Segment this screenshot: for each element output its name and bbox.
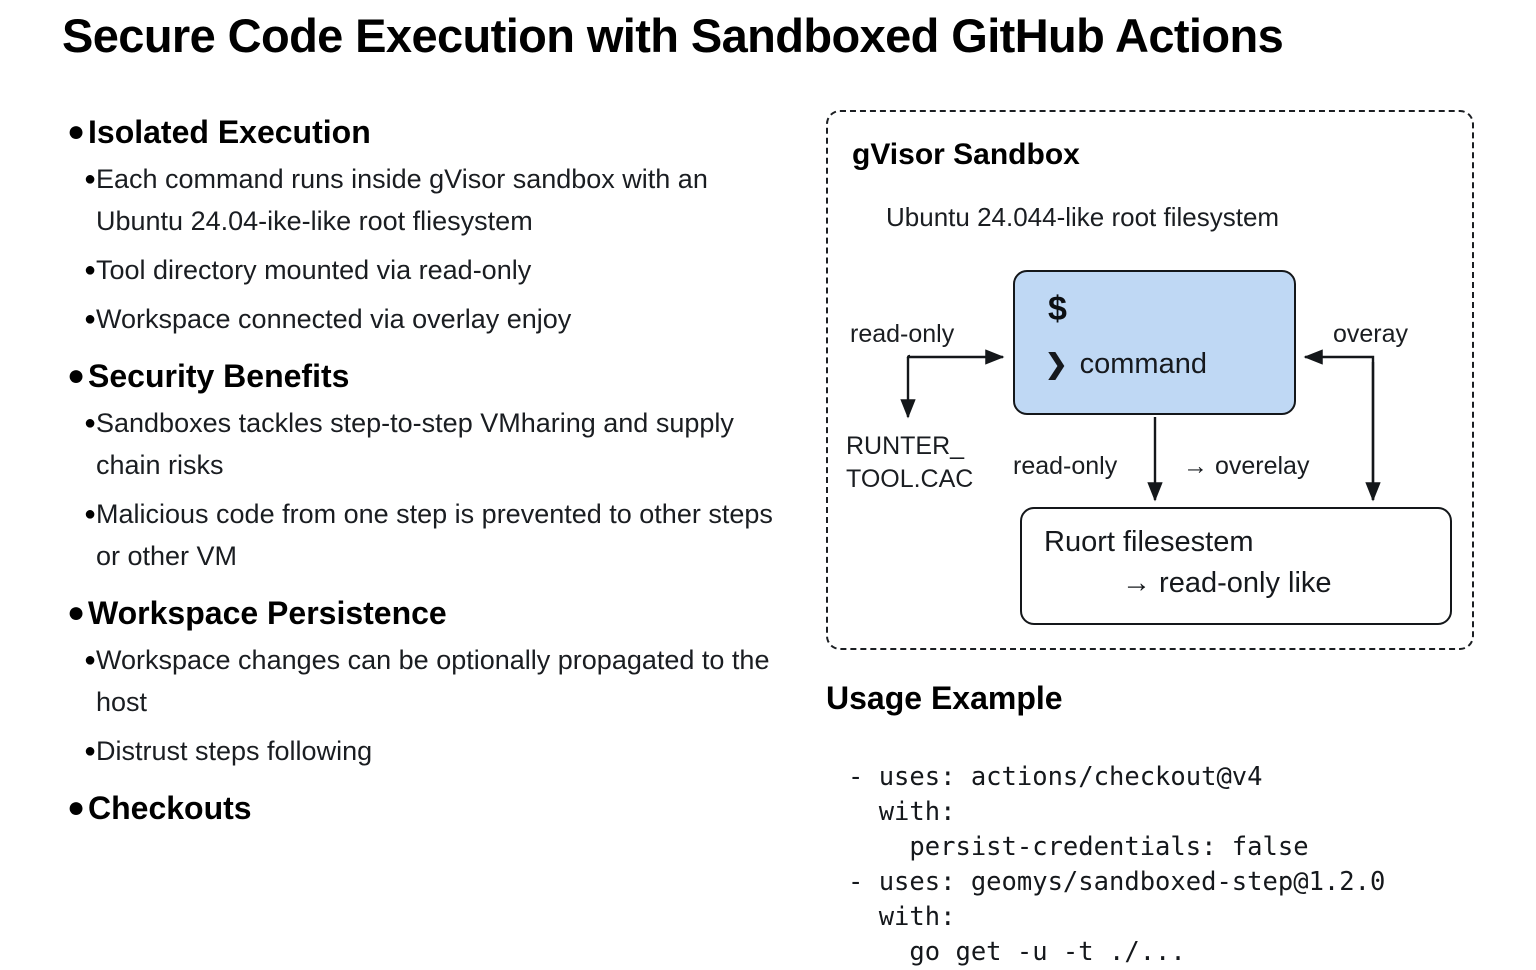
feature-list: ● Isolated Execution ● Each command runs… [62, 112, 822, 834]
arrow-overlay-in [1303, 349, 1375, 500]
list-item: ● Sandboxes tackles step-to-step VMharin… [62, 402, 822, 486]
filesystem-label-line2: → read-only like [1122, 567, 1332, 599]
list-item-label: Tool directory mounted via read-only [96, 255, 532, 285]
sub-list: ● Each command runs inside gVisor sandbo… [62, 158, 822, 340]
section-security-benefits: ● Security Benefits ● Sandboxes tackles … [62, 356, 822, 577]
label-read-only-left: read-only [850, 320, 955, 348]
label-overay-right: overay [1333, 320, 1409, 348]
bullet-icon: ● [84, 649, 97, 671]
section-heading-row: ● Isolated Execution [62, 112, 822, 152]
section-heading: Security Benefits [88, 358, 350, 394]
right-panel: gVisor Sandbox Ubuntu 24.044-like root f… [826, 110, 1476, 967]
section-heading: Checkouts [88, 790, 252, 826]
sandbox-subtitle: Ubuntu 24.044-like root filesystem [886, 202, 1280, 232]
list-item: ● Workspace changes can be optionally pr… [62, 639, 822, 723]
list-item: ● Each command runs inside gVisor sandbo… [62, 158, 822, 242]
section-heading-row: ● Workspace Persistence [62, 593, 822, 633]
list-item-label: Workspace connected via overlay enjoy [96, 304, 572, 334]
command-box: $ ❯ command [1013, 270, 1296, 415]
bullet-icon: ● [84, 740, 97, 762]
bullet-icon: ● [84, 168, 97, 190]
arrow-corner [906, 354, 911, 359]
filesystem-label-line1: Ruort filesestem [1044, 526, 1254, 558]
list-item: ● Malicious code from one step is preven… [62, 493, 822, 577]
bullet-icon: ● [67, 115, 86, 148]
caret-icon: ❯ [1045, 349, 1068, 379]
dollar-prompt-icon: $ [1048, 290, 1067, 328]
sub-list: ● Sandboxes tackles step-to-step VMharin… [62, 402, 822, 577]
list-item-label: Sandboxes tackles step-to-step VMharing … [96, 408, 734, 480]
section-isolated-execution: ● Isolated Execution ● Each command runs… [62, 112, 822, 340]
command-line: ❯ command [1045, 348, 1207, 381]
bullet-icon: ● [84, 412, 97, 434]
list-item-label: Malicious code from one step is prevente… [96, 499, 773, 571]
bullet-icon: ● [84, 503, 97, 525]
root-filesystem-box: Ruort filesestem → read-only like [1020, 507, 1452, 625]
sub-list: ● Workspace changes can be optionally pr… [62, 639, 822, 772]
gvisor-sandbox-diagram: gVisor Sandbox Ubuntu 24.044-like root f… [826, 110, 1474, 650]
list-item-label: Workspace changes can be optionally prop… [96, 645, 770, 717]
section-heading-row: ● Security Benefits [62, 356, 822, 396]
list-item: ● Distrust steps following [62, 730, 822, 772]
bullet-icon: ● [67, 791, 86, 824]
section-workspace-persistence: ● Workspace Persistence ● Workspace chan… [62, 593, 822, 772]
section-heading: Workspace Persistence [88, 595, 447, 631]
bullet-icon: ● [84, 308, 97, 330]
usage-example-heading: Usage Example [826, 680, 1063, 716]
label-overelay-middle: → overelay [1183, 452, 1310, 480]
command-text: command [1079, 348, 1207, 380]
list-item-label: Distrust steps following [96, 736, 373, 766]
page-title: Secure Code Execution with Sandboxed Git… [62, 9, 1284, 62]
bullet-icon: ● [67, 359, 86, 392]
list-item-label: Each command runs inside gVisor sandbox … [96, 164, 708, 236]
list-item: ● Tool directory mounted via read-only [62, 249, 822, 291]
label-runter-tool-cache: RUNTER_ TOOL.CAC [846, 432, 974, 493]
section-heading: Isolated Execution [88, 114, 371, 150]
label-read-only-middle: read-only [1013, 452, 1118, 480]
sandbox-title: gVisor Sandbox [852, 138, 1080, 171]
list-item: ● Workspace connected via overlay enjoy [62, 298, 822, 340]
section-heading-row: ● Checkouts [62, 788, 822, 828]
section-checkouts: ● Checkouts [62, 788, 822, 828]
usage-example-code: - uses: actions/checkout@v4 with: persis… [848, 761, 1386, 967]
bullet-icon: ● [67, 596, 86, 629]
bullet-icon: ● [84, 259, 97, 281]
